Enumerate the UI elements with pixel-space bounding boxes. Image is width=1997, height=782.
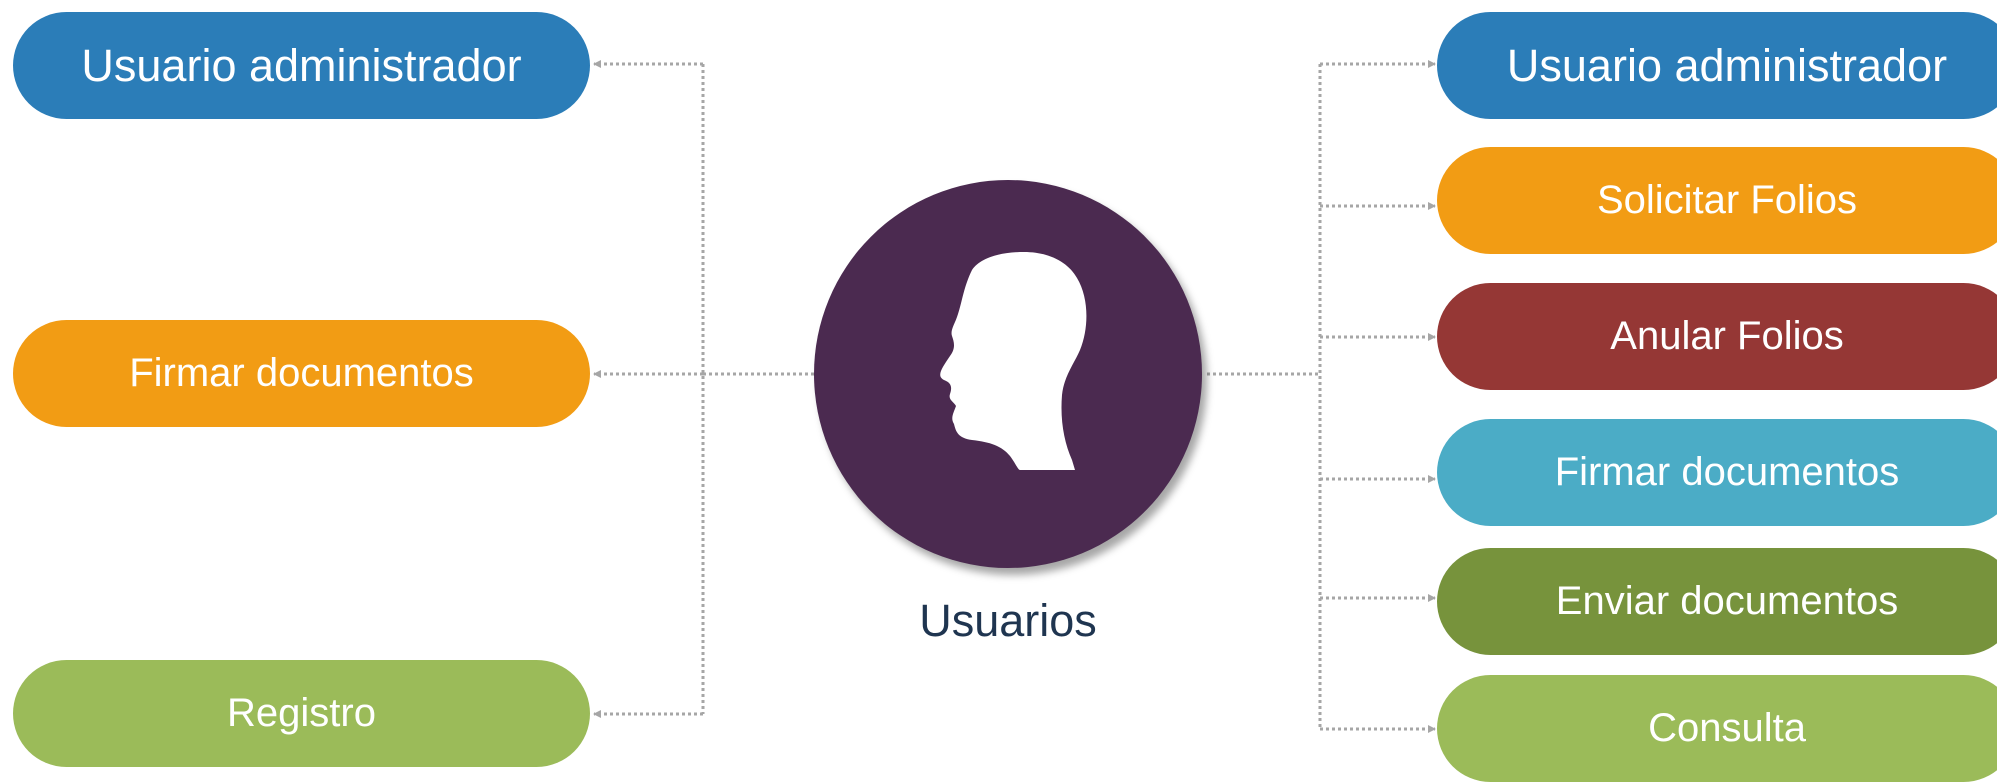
head-silhouette-icon: [940, 252, 1087, 470]
left-item-usuario-administrador: Usuario administrador: [13, 12, 590, 119]
left-item-firmar-documentos: Firmar documentos: [13, 320, 590, 427]
right-item-usuario-administrador: Usuario administrador: [1437, 12, 1997, 119]
right-item-anular-folios: Anular Folios: [1437, 283, 1997, 390]
left-item-registro: Registro: [13, 660, 590, 767]
center-label: Usuarios: [919, 595, 1097, 646]
usuarios-circle: [814, 180, 1202, 568]
right-item-solicitar-folios: Solicitar Folios: [1437, 147, 1997, 254]
right-item-enviar-documentos: Enviar documentos: [1437, 548, 1997, 655]
right-item-firmar-documentos: Firmar documentos: [1437, 419, 1997, 526]
right-item-consulta: Consulta: [1437, 675, 1997, 782]
